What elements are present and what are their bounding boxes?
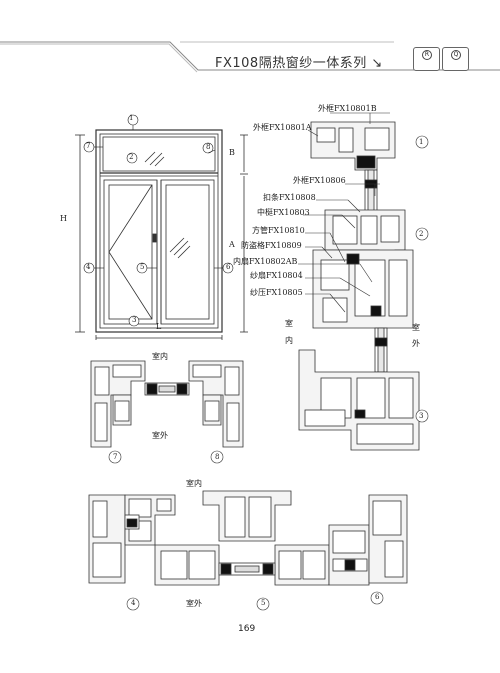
section-mark-2: 2 [419, 230, 424, 238]
indoor-label-1: 室 [285, 319, 293, 328]
part-label-screen-sash: 纱扇FX10804 [250, 271, 303, 280]
certification-badge-q: Q [442, 47, 469, 71]
section-mark-3: 3 [419, 412, 424, 420]
outdoor-label-2: 外 [412, 339, 420, 348]
part-label-frame-a: 外框FX10801A [253, 123, 312, 132]
window-elevation [75, 114, 248, 340]
part-label-mullion: 中梃FX10803 [257, 208, 310, 217]
part-label-frame-b: 外框FX10801B [318, 104, 377, 113]
outdoor-label-78: 室外 [152, 431, 168, 440]
section-mark-8: 8 [215, 453, 220, 461]
section-7-8 [90, 360, 244, 464]
dimension-l: L [156, 322, 162, 331]
indoor-label-2: 内 [285, 336, 293, 345]
header-band [0, 41, 500, 73]
indoor-label-78: 室内 [152, 352, 168, 361]
part-label-screen-bead: 纱压FX10805 [250, 288, 303, 297]
vertical-section [298, 121, 429, 451]
section-mark-1: 1 [419, 138, 424, 146]
part-label-inner-sash: 内扇FX10802AB [233, 257, 298, 266]
section-mark-4: 4 [131, 599, 136, 607]
section-mark-7: 7 [113, 453, 118, 461]
certification-badge-r: R [413, 47, 440, 71]
dimension-h: H [60, 214, 67, 223]
part-label-square-tube: 方管FX10810 [252, 226, 305, 235]
mark-6: 6 [226, 263, 231, 271]
mark-1: 1 [129, 114, 134, 122]
r-mark-icon: R [422, 50, 432, 60]
outdoor-label-456: 室外 [186, 599, 202, 608]
mark-7: 7 [86, 142, 91, 150]
section-4-5-6 [88, 490, 408, 611]
mark-8: 8 [206, 143, 211, 151]
outdoor-label-1: 室 [412, 323, 420, 332]
section-mark-6: 6 [375, 593, 380, 601]
dimension-b: B [229, 148, 235, 157]
part-label-frame-6: 外框FX10806 [293, 176, 346, 185]
indoor-label-456: 室内 [186, 479, 202, 488]
section-mark-5: 5 [261, 599, 266, 607]
mark-3: 3 [132, 316, 137, 324]
mark-4: 4 [86, 263, 91, 271]
page-number: 169 [238, 624, 256, 634]
q-mark-icon: Q [451, 50, 461, 60]
dimension-a: A [229, 240, 235, 249]
mark-5: 5 [140, 263, 145, 271]
arrow-icon: ↘ [371, 56, 383, 71]
part-label-bead: 扣条FX10808 [263, 193, 316, 202]
mark-2: 2 [129, 153, 134, 161]
page-title: FX108隔热窗纱一体系列 ↘ [215, 56, 383, 71]
part-label-security-grille: 防盗格FX10809 [241, 241, 302, 250]
